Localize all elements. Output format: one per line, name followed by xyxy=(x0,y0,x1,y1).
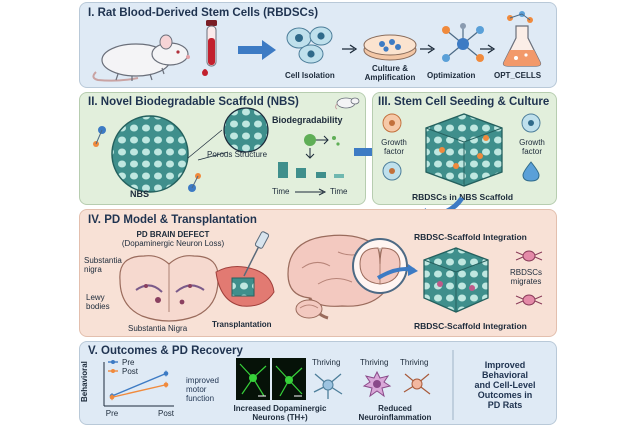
arrow-icon xyxy=(376,264,418,280)
improved-motor-1: improved xyxy=(186,376,219,385)
droplet-icon xyxy=(522,161,540,182)
cell-icon xyxy=(382,161,402,181)
chart-x-tick-label: Pre xyxy=(106,409,119,418)
thriving-label-3: Thriving xyxy=(400,358,429,367)
panel-seeding-title: III. Stem Cell Seeding & Culture xyxy=(378,96,550,108)
improved-motor-2: motor xyxy=(186,385,207,394)
growth-factor-left-2: factor xyxy=(383,147,404,156)
thriving-label-1: Thriving xyxy=(312,358,341,367)
chart-legend-marker xyxy=(111,360,115,364)
neuron-micrograph xyxy=(236,358,306,400)
cell-icon xyxy=(286,26,333,64)
chart-legend-label: Pre xyxy=(122,358,135,367)
dopaminergic-caption-1: Increased Dopaminergic xyxy=(233,404,327,413)
integration-bottom-label: RBDSC-Scaffold Integration xyxy=(414,321,527,331)
outcome-line-3: and Cell-Level xyxy=(474,380,536,390)
porous-structure-label: Porous Structure xyxy=(207,150,268,159)
neuroinflammation-caption-1: Reduced xyxy=(378,404,412,413)
dopaminergic-caption-2: Neurons (TH+) xyxy=(252,413,308,422)
panel-outcomes xyxy=(79,341,557,425)
step-cell-isolation: Cell Isolation xyxy=(285,71,335,80)
molecule-network-icon xyxy=(442,23,484,62)
neuron-icon xyxy=(515,294,543,306)
cell-icon xyxy=(521,113,541,133)
magnifier-icon xyxy=(352,238,408,294)
improved-motor-3: function xyxy=(186,394,215,403)
time-label-left: Time xyxy=(272,187,290,196)
rbdscs-migrates-label-1: RBDSCs xyxy=(509,268,542,277)
syringe-icon xyxy=(215,231,275,307)
biodegradation-icon xyxy=(278,134,344,178)
rat-icon xyxy=(92,34,190,82)
arrow-icon xyxy=(295,188,327,196)
step-amplification: Amplification xyxy=(364,73,416,82)
step-optimization: Optimization xyxy=(427,71,476,80)
lewy-bodies-label-2: bodies xyxy=(86,302,110,311)
chart-ylabel: Behavioral xyxy=(80,361,89,402)
outcome-line-5: PD Rats xyxy=(487,400,523,410)
neuron-icon xyxy=(313,373,343,399)
zoom-lines xyxy=(187,129,229,161)
lewy-bodies-label-1: Lewy xyxy=(86,293,105,302)
substantia-nigra-label-2: nigra xyxy=(84,265,102,274)
neuron-icon xyxy=(515,250,543,262)
magnifier-icon xyxy=(223,107,269,153)
pd-defect-subtitle: (Dopaminergic Neuron Loss) xyxy=(121,239,225,248)
pd-defect-title: PD BRAIN DEFECT xyxy=(136,230,210,239)
outcome-line-1: Improved xyxy=(484,360,526,370)
chart-legend-marker xyxy=(111,369,115,373)
chart-series-line xyxy=(111,384,167,398)
microglia-icon xyxy=(362,370,392,398)
scaffold-icon xyxy=(425,113,503,187)
growth-factor-right-1: Growth xyxy=(519,138,545,147)
outcome-line-4: Outcomes in xyxy=(477,390,533,400)
outcome-line-2: Behavioral xyxy=(481,370,529,380)
cell-icon xyxy=(382,113,402,133)
step-opt-cells: OPT_CELLS xyxy=(494,71,542,80)
rbdscs-migrates-label-2: migrates xyxy=(510,277,542,286)
petri-dish-icon xyxy=(363,34,417,61)
panel-nbs-title: II. Novel Biodegradable Scaffold (NBS) xyxy=(88,96,299,108)
biodegradability-label: Biodegradability xyxy=(272,115,343,125)
integration-top-label: RBDSC-Scaffold Integration xyxy=(414,232,527,242)
rat-icon xyxy=(335,97,360,110)
time-label-right: Time xyxy=(330,187,348,196)
small-brain-icon xyxy=(295,299,323,319)
arrow-icon xyxy=(342,44,358,54)
divider xyxy=(452,350,454,420)
transplantation-label: Transplantation xyxy=(212,320,272,329)
scaffold-icon xyxy=(423,247,489,313)
panel-rbdsc-title: I. Rat Blood-Derived Stem Cells (RBDSCs) xyxy=(88,7,319,19)
thriving-label-2: Thriving xyxy=(360,358,389,367)
growth-factor-right-2: factor xyxy=(521,147,542,156)
arrow-icon xyxy=(480,44,496,54)
chart-x-tick-label: Post xyxy=(158,409,175,418)
chart-legend-label: Post xyxy=(122,367,139,376)
blood-tube-icon xyxy=(202,20,217,76)
chart-series-line xyxy=(111,372,167,397)
growth-factor-left-1: Growth xyxy=(381,138,407,147)
neuroinflammation-caption-2: Neuroinflammation xyxy=(358,413,432,422)
rbdscs-in-nbs-label: RBDSCs in NBS Scaffold xyxy=(412,192,514,202)
arrow-icon xyxy=(238,40,276,60)
scaffold-icon xyxy=(93,115,201,193)
microglia-icon xyxy=(403,373,431,395)
substantia-nigra-bottom-label: Substantia Nigra xyxy=(128,324,188,333)
step-culture: Culture & xyxy=(372,64,408,73)
nbs-label: NBS xyxy=(130,189,150,199)
substantia-nigra-label-1: Substantia xyxy=(84,256,122,265)
brain-section-icon xyxy=(119,255,219,322)
panel-outcomes-title: V. Outcomes & PD Recovery xyxy=(88,345,243,357)
flask-icon xyxy=(502,11,542,67)
panel-pd-model-title: IV. PD Model & Transplantation xyxy=(88,214,257,226)
arrow-icon xyxy=(420,44,436,54)
